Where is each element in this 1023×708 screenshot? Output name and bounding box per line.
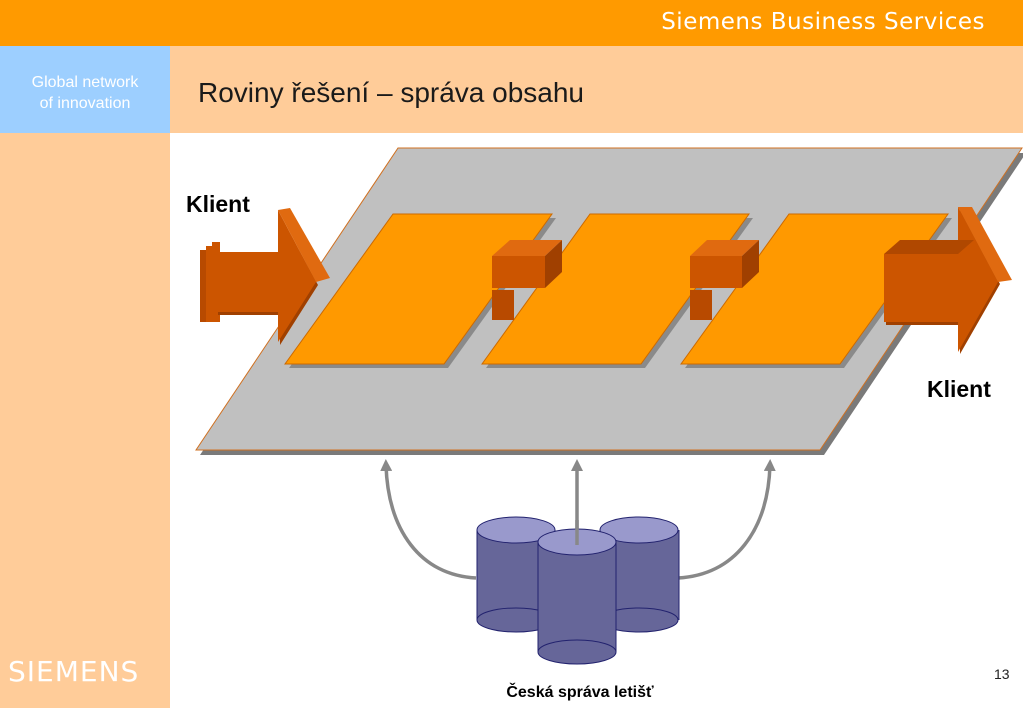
page-title: Roviny řešení – správa obsahu (198, 77, 584, 108)
connector-block-1 (492, 240, 562, 320)
tagline-line-2: of innovation (39, 95, 131, 112)
client-in-label: Klient (186, 191, 250, 217)
siemens-logo: SIEMENS (8, 655, 140, 688)
input-arrow (200, 208, 330, 345)
title-band: Roviny řešení – správa obsahu (170, 46, 1023, 133)
left-column: SIEMENS (0, 133, 170, 708)
client-out-label: Klient (927, 376, 991, 402)
tagline-box: Global network of innovation (0, 46, 170, 133)
solution-diagram: Klient Klient Česká správa letišť (186, 147, 1023, 701)
connector-arrow-right (677, 459, 776, 580)
connector-arrow-left (380, 459, 477, 580)
database-cylinder-front (537, 528, 617, 665)
tagline-line-1: Global network (31, 74, 139, 91)
connector-block-2 (690, 240, 759, 320)
database-label: Česká správa letišť (506, 682, 654, 701)
output-arrow (884, 207, 1012, 354)
header-bar: Siemens Business Services (0, 0, 1023, 46)
module-1 (284, 213, 556, 368)
company-name: Siemens Business Services (661, 9, 985, 35)
page-number: 13 (994, 666, 1010, 682)
